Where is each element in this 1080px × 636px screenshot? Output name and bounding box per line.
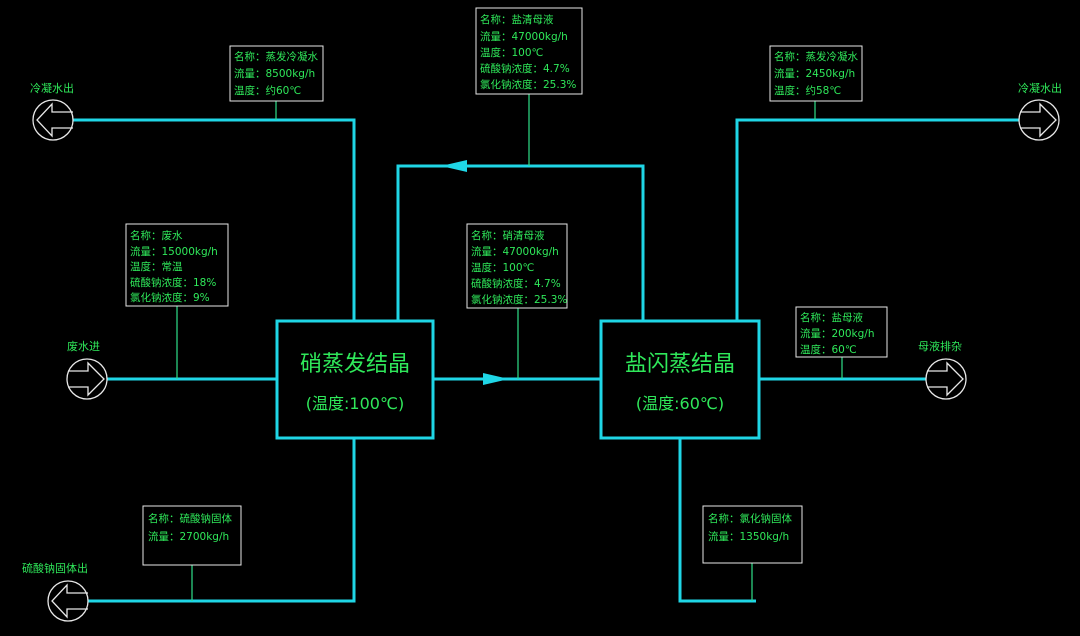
arrow-right-icon [1020,102,1057,138]
port-label: 冷凝水出 [30,81,74,95]
unit-nitrate-subtitle: (温度:100℃) [306,394,404,413]
unit-salt-title: 盐闪蒸结晶 [625,352,735,377]
label-line: 名称：蒸发冷凝水 [234,50,318,63]
label-line: 氯化钠浓度：25.3% [480,78,576,91]
flow-arrow-right-icon [483,373,509,385]
pipe-condensate-right [735,118,1019,321]
label-line: 名称：硝清母液 [471,229,545,242]
label-wastewater: 名称：废水 流量：15000kg/h 温度：常温 硫酸钠浓度：18% 氯化钠浓度… [125,223,229,307]
label-line: 名称：盐母液 [800,311,863,324]
port-label: 母液排杂 [918,339,962,353]
inlet-port-icon [66,358,108,400]
arrow-left-icon [51,583,88,619]
label-line: 氯化钠浓度：25.3% [471,293,567,306]
arrow-right-icon [68,361,105,397]
label-line: 流量：47000kg/h [480,30,568,43]
label-line: 氯化钠浓度：9% [130,291,210,304]
pipes [73,118,1019,603]
outlet-port-icon [32,99,74,141]
label-line: 名称：硫酸钠固体 [148,512,232,525]
port-label: 硫酸钠固体出 [22,561,88,575]
arrow-left-icon [36,102,73,138]
label-line: 流量：47000kg/h [471,245,559,258]
label-line: 名称：蒸发冷凝水 [774,50,858,63]
port-mother-liquor-out: 母液排杂 [918,339,967,400]
label-line: 流量：8500kg/h [234,67,315,80]
port-label: 废水进 [67,339,100,353]
unit-nitrate-evaporation: 硝蒸发结晶 (温度:100℃) [275,319,435,440]
label-line: 流量：1350kg/h [708,530,789,543]
label-line: 名称：盐清母液 [480,13,554,26]
pipe-sodium-sulfate-out [88,438,356,603]
outlet-port-icon [925,358,967,400]
port-sodium-sulfate-out: 硫酸钠固体出 [22,561,89,622]
flow-arrow-left-icon [441,160,467,172]
label-line: 流量：200kg/h [800,327,874,340]
label-na2so4-solid: 名称：硫酸钠固体 流量：2700kg/h [142,505,242,566]
label-line: 温度：100℃ [471,261,534,274]
port-wastewater-in: 废水进 [66,339,108,400]
label-nitrate-liquor: 名称：硝清母液 流量：47000kg/h 温度：100℃ 硫酸钠浓度：4.7% … [466,223,568,309]
label-line: 温度：常温 [130,260,183,273]
label-cond-left: 名称：蒸发冷凝水 流量：8500kg/h 温度：约60℃ [229,45,324,102]
unit-nitrate-title: 硝蒸发结晶 [300,352,410,377]
arrow-right-icon [927,361,964,397]
label-line: 温度：100℃ [480,46,543,59]
pipe-condensate-left [73,118,356,321]
unit-salt-subtitle: (温度:60℃) [636,394,724,413]
label-line: 硫酸钠浓度：4.7% [480,62,570,75]
leader-lines [176,94,843,601]
pipe-brine-recycle [396,164,645,321]
pipe-sodium-chloride-out [678,438,756,603]
label-line: 硫酸钠浓度：4.7% [471,277,561,290]
label-cond-right: 名称：蒸发冷凝水 流量：2450kg/h 温度：约58℃ [769,45,863,102]
port-label: 冷凝水出 [1018,81,1062,95]
label-nacl-solid: 名称：氯化钠固体 流量：1350kg/h [702,505,803,564]
label-line: 名称：废水 [130,229,183,242]
label-line: 流量：2700kg/h [148,530,229,543]
port-condensate-out-left: 冷凝水出 [30,81,74,141]
port-condensate-out-right: 冷凝水出 [1018,81,1062,141]
label-line: 流量：2450kg/h [774,67,855,80]
label-line: 名称：氯化钠固体 [708,512,792,525]
label-line: 流量：15000kg/h [130,245,218,258]
label-line: 温度：约58℃ [774,84,841,97]
outlet-port-icon [47,580,89,622]
outlet-port-icon [1018,99,1060,141]
label-brine-top: 名称：盐清母液 流量：47000kg/h 温度：100℃ 硫酸钠浓度：4.7% … [475,7,583,95]
label-line: 温度：约60℃ [234,84,301,97]
label-salt-liquor: 名称：盐母液 流量：200kg/h 温度：60℃ [795,306,888,358]
label-line: 温度：60℃ [800,343,857,356]
unit-salt-flash: 盐闪蒸结晶 (温度:60℃) [599,319,761,440]
label-line: 硫酸钠浓度：18% [130,276,216,289]
